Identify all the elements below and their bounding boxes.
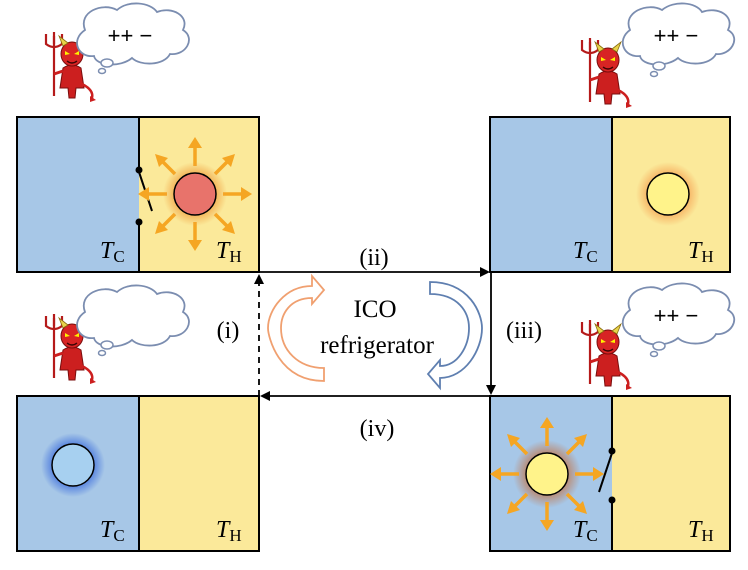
panel-top-left: TC TH: [16, 116, 260, 273]
step-iv-label: (iv): [360, 416, 395, 442]
hot-temp-label: TH: [688, 517, 714, 545]
cold-temp-label: TC: [100, 238, 125, 266]
particle-icon: [636, 162, 700, 226]
panel-bottom-right: TC TH: [488, 395, 731, 552]
particle-icon: [488, 415, 606, 533]
thought-text-top-right: ++ −: [654, 23, 699, 48]
cold-reservoir: [490, 117, 612, 272]
center-title-line1: ICO: [353, 296, 396, 323]
hot-temp-label: TH: [216, 517, 242, 545]
cold-temp-label: TC: [100, 517, 125, 545]
cycle-arrow-orange-icon: [267, 273, 326, 382]
particle-icon: [41, 433, 105, 497]
step-i-label: (i): [217, 318, 240, 344]
center-title-line2: refrigerator: [320, 332, 434, 359]
thought-bubble-icon: ++ −: [621, 2, 735, 78]
thought-bubble-icon: ++ −: [621, 282, 735, 358]
cycle-arrow-blue-icon: [426, 281, 483, 391]
cold-temp-label: TC: [573, 238, 598, 266]
panel-top-right: TC TH: [489, 116, 731, 273]
panel-bottom-left: TC TH: [16, 395, 260, 552]
hot-temp-label: TH: [216, 238, 242, 266]
hot-reservoir: [612, 396, 730, 551]
switch-icon: [598, 447, 616, 504]
cold-reservoir: [17, 117, 139, 272]
hot-reservoir: [139, 396, 259, 551]
thought-bubble-icon: ++ −: [76, 2, 190, 75]
particle-icon: [136, 135, 254, 253]
step-ii-label: (ii): [359, 245, 388, 271]
thought-text-bottom-right: ++ −: [654, 303, 699, 328]
thought-bubble-icon: [76, 284, 190, 357]
step-iii-label: (iii): [506, 318, 542, 344]
cold-temp-label: TC: [573, 517, 598, 545]
hot-temp-label: TH: [688, 238, 714, 266]
thought-text-top-left: ++ −: [108, 23, 153, 48]
